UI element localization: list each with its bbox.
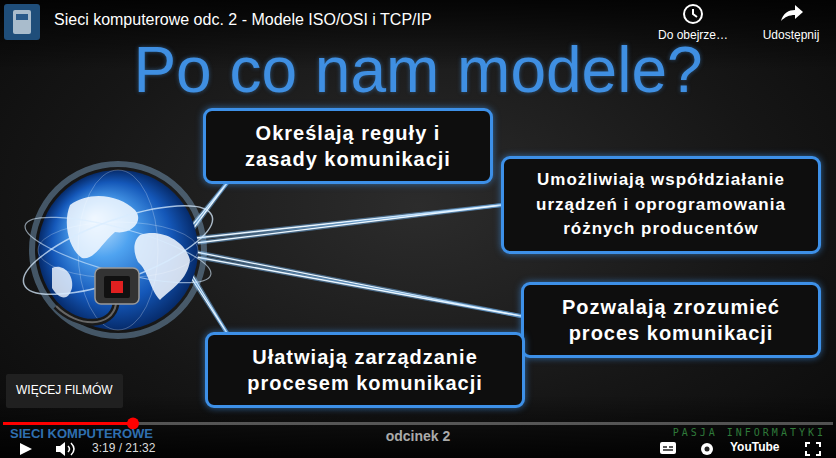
orbit-glow xyxy=(14,188,222,313)
time-display: 3:19 / 21:32 xyxy=(92,442,155,456)
globe-illustration xyxy=(14,164,222,336)
continent xyxy=(134,233,190,300)
fullscreen-icon xyxy=(806,443,820,455)
orbit-glow xyxy=(20,204,217,296)
episode-label: odcinek 2 xyxy=(386,428,451,444)
info-box: Określają reguły i zasady komunikacji xyxy=(203,108,493,184)
box-text: Określają reguły i zasady komunikacji xyxy=(220,120,476,172)
captions-icon xyxy=(660,442,676,454)
video-title: Sieci komputerowe odc. 2 - Modele ISO/OS… xyxy=(54,11,432,29)
info-box: Ułatwiają zarządzanie procesem komunikac… xyxy=(205,332,525,408)
cable-highlight xyxy=(56,304,116,322)
leader-glow xyxy=(196,252,522,316)
volume-wave xyxy=(68,446,70,452)
router-led xyxy=(111,281,123,293)
info-box: Umożliwiają współdziałanie urządzeń i op… xyxy=(501,156,821,254)
leader-line xyxy=(196,257,522,316)
box-text: Umożliwiają współdziałanie urządzeń i op… xyxy=(518,168,804,242)
clock-icon xyxy=(684,5,702,23)
leader-line xyxy=(196,205,502,243)
leader-line xyxy=(188,268,227,333)
leader-glow xyxy=(196,205,502,243)
continent xyxy=(67,196,138,258)
router xyxy=(95,268,139,304)
router-port xyxy=(104,276,130,298)
leader-glow xyxy=(188,268,227,333)
volume-icon xyxy=(56,442,65,456)
leader-line xyxy=(196,252,522,316)
clock-hands xyxy=(693,9,697,17)
volume-wave xyxy=(71,443,74,455)
watermark: PASJA INFORMATYKI xyxy=(673,427,826,439)
captions-marks xyxy=(663,447,673,450)
box-text: Pozwalają zrozumieć proces komunikacji xyxy=(538,294,804,346)
channel-avatar-icon xyxy=(16,14,28,20)
box-text: Ułatwiają zarządzanie procesem komunikac… xyxy=(222,344,508,396)
share-label: Udostępnij xyxy=(763,29,820,43)
more-videos-button: WIĘCEJ FILMÓW xyxy=(6,374,123,408)
settings-hole xyxy=(705,447,710,452)
globe xyxy=(38,170,198,330)
leader-glow xyxy=(196,257,522,316)
share-icon xyxy=(781,5,803,21)
channel-avatar xyxy=(4,4,40,40)
slide-title: Po co nam modele? xyxy=(133,38,702,102)
settings-icon xyxy=(701,443,713,455)
globe-halo xyxy=(32,164,204,336)
watch-later: Do obejrze… xyxy=(658,29,728,43)
play-icon xyxy=(20,443,32,455)
info-box: Pozwalają zrozumieć proces komunikacji xyxy=(521,282,821,358)
cable xyxy=(56,304,116,322)
button-text: WIĘCEJ FILMÓW xyxy=(16,383,113,399)
youtube-logo: YouTube xyxy=(730,441,780,455)
progress-played xyxy=(3,422,133,425)
leader-lines xyxy=(188,183,522,333)
channel-avatar-icon xyxy=(13,10,31,34)
series-name: SIECI KOMPUTEROWE xyxy=(10,427,153,442)
